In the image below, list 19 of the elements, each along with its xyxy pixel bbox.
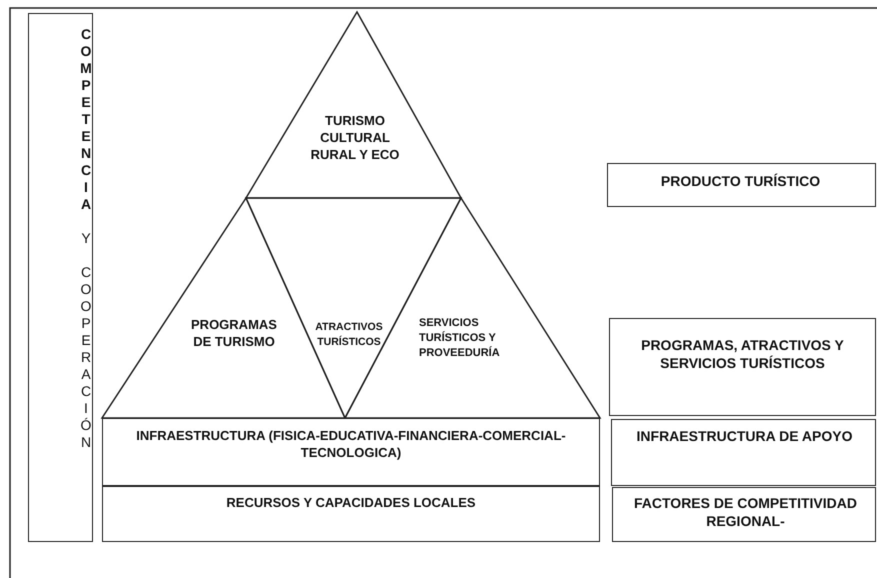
node-label: INFRAESTRUCTURA DE APOYO — [636, 427, 854, 445]
vertical-label: COMPETENCIA Y COOPERACIÓN — [77, 26, 95, 451]
node-label: INFRAESTRUCTURA (FISICA-EDUCATIVA-FINANCIERA-COMERCIAL-TECNOLOGICA) — [135, 427, 567, 461]
layer-box — [102, 486, 600, 542]
node-label: ATRACTIVOS TURÍSTICOS — [314, 320, 384, 349]
node-label: PRODUCTO TURÍSTICO — [660, 172, 822, 190]
node-label: PROGRAMAS, ATRACTIVOS Y SERVICIOS TURÍSTICOS — [640, 336, 845, 372]
node-label: FACTORES DE COMPETITIVIDAD REGIONAL- — [633, 494, 858, 530]
side-band — [28, 13, 93, 542]
node-label: TURISMO CULTURAL RURAL Y ECO — [310, 112, 400, 163]
label-box — [612, 487, 876, 542]
triangle-segment — [246, 12, 461, 198]
node-label: PROGRAMAS DE TURISMO — [190, 316, 278, 350]
node-label: RECURSOS Y CAPACIDADES LOCALES — [225, 494, 477, 511]
label-box — [607, 163, 876, 207]
label-box — [611, 419, 876, 486]
label-box — [609, 318, 876, 416]
layer-box — [102, 418, 600, 486]
node-label: SERVICIOS TURÍSTICOS Y PROVEEDURÍA — [419, 316, 501, 361]
